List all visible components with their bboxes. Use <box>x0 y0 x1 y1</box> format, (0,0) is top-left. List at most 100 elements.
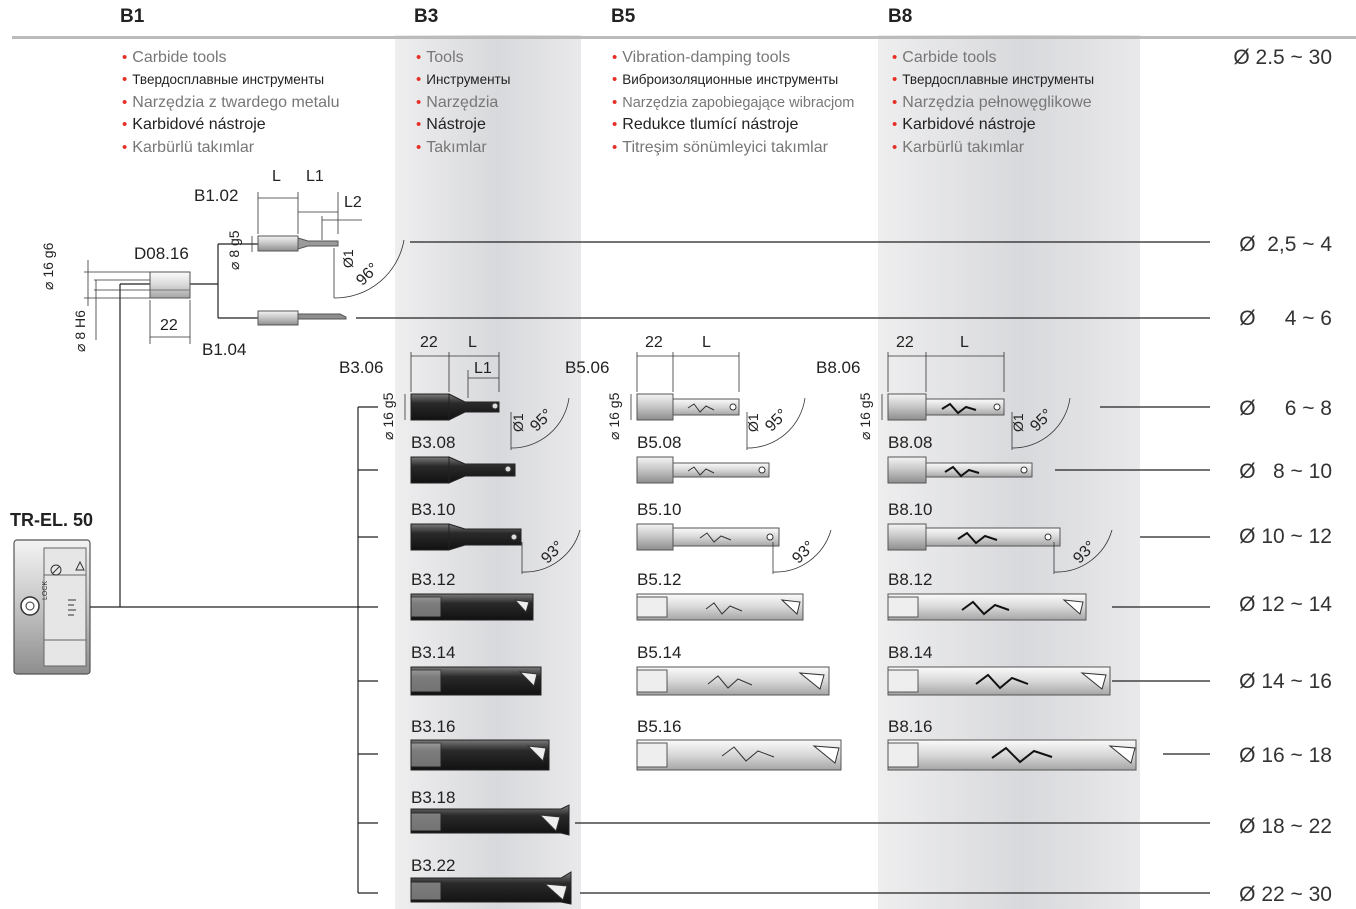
tr-el-50-holder: LOCK <box>13 539 91 675</box>
diameter-range-total: Ø 2.5 ~ 30 <box>1233 46 1332 69</box>
b8-08-label: B8.08 <box>888 433 933 452</box>
list-item: Takımlar <box>416 137 510 159</box>
dim-shank-length: 22 <box>896 334 914 351</box>
b3-16-label: B3.16 <box>411 717 456 736</box>
dim-d1: Ø1 <box>340 249 356 268</box>
list-item: Narzędzia pełnowęglikowe <box>892 92 1094 114</box>
b8-10-tool <box>887 523 1061 551</box>
b8-12-tool <box>887 593 1087 621</box>
list-item: Nástroje <box>416 114 510 136</box>
b5-12-tool <box>636 593 804 621</box>
list-item: Vibration-damping tools <box>612 47 854 69</box>
b1-02-label: B1.02 <box>194 186 239 205</box>
b3-18-label: B3.18 <box>411 788 456 807</box>
b8-06-label: B8.06 <box>816 358 861 377</box>
b5-06-tool <box>636 393 740 421</box>
dim-l1: L1 <box>474 360 492 377</box>
b3-08-label: B3.08 <box>411 433 456 452</box>
diameter-range: Ø 18 ~ 22 <box>1239 815 1332 838</box>
diameter-range: Ø 22 ~ 30 <box>1239 883 1332 906</box>
connector-lines <box>90 241 1210 894</box>
b5-14-label: B5.14 <box>637 643 682 662</box>
b1-04-label: B1.04 <box>202 340 247 359</box>
diameter-range: Ø 4 ~ 6 <box>1239 307 1332 330</box>
dim-shank-diameter: ⌀ 16 g5 <box>380 392 396 440</box>
b5-08-tool <box>636 456 770 484</box>
dim-shank-diameter: ⌀ 16 g5 <box>857 392 873 440</box>
b8-14-tool <box>887 666 1111 696</box>
b5-10-tool <box>636 523 780 551</box>
header-rule <box>12 36 1356 39</box>
dim-l: L <box>702 334 711 351</box>
dim-shank-diameter: ⌀ 16 g5 <box>606 392 622 440</box>
b5-tools <box>630 352 842 771</box>
b3-16-tool <box>410 739 550 771</box>
list-item: Твердосплавные инструменты <box>122 69 339 91</box>
dim-d1: Ø1 <box>745 413 761 432</box>
b5-10-label: B5.10 <box>637 500 682 519</box>
b5-06-label: B5.06 <box>565 358 610 377</box>
header-b1: B1 <box>120 6 145 27</box>
b3-18-tool <box>410 804 570 836</box>
dim-l: L <box>272 168 281 185</box>
dim-l2: L2 <box>344 194 362 211</box>
b5-16-label: B5.16 <box>637 717 682 736</box>
b8-tools <box>881 352 1137 771</box>
adapter-inner-diameter: ⌀ 8 H6 <box>72 310 88 352</box>
b8-10-label: B8.10 <box>888 500 933 519</box>
diameter-range: Ø 10 ~ 12 <box>1239 525 1332 548</box>
b3-06-tool <box>410 393 500 421</box>
b8-14-label: B8.14 <box>888 643 933 662</box>
list-item: Carbide tools <box>892 47 1094 69</box>
list-item: Инструменты <box>416 69 510 91</box>
list-item: Karbürlü takımlar <box>122 137 339 159</box>
b1-bullet-list: Carbide tools Твердосплавные инструменты… <box>122 47 339 159</box>
diameter-range: Ø 16 ~ 18 <box>1239 744 1332 767</box>
list-item: Karbidové nástroje <box>892 114 1094 136</box>
diameter-range: Ø 6 ~ 8 <box>1239 397 1332 420</box>
list-item: Titreşim sönümleyici takımlar <box>612 137 854 159</box>
b3-14-label: B3.14 <box>411 643 456 662</box>
header-b3: B3 <box>414 6 439 27</box>
header-b5: B5 <box>611 6 636 27</box>
b8-12-label: B8.12 <box>888 570 933 589</box>
b1-02-tool <box>251 192 405 299</box>
b3-12-label: B3.12 <box>411 570 456 589</box>
list-item: Tools <box>416 47 510 69</box>
list-item: Karbürlü takımlar <box>892 137 1094 159</box>
list-item: Narzędzia z twardego metalu <box>122 92 339 114</box>
b3-12-tool <box>410 593 534 621</box>
b5-08-label: B5.08 <box>637 433 682 452</box>
b5-14-tool <box>636 666 830 696</box>
list-item: Redukce tlumící nástroje <box>612 114 854 136</box>
dim-l1: L1 <box>306 168 324 185</box>
adapter-outer-diameter: ⌀ 16 g6 <box>40 242 56 290</box>
dim-l: L <box>468 334 477 351</box>
b5-12-label: B5.12 <box>637 570 682 589</box>
b3-22-tool <box>410 871 572 905</box>
b3-tools <box>404 352 581 905</box>
b1-04-tool <box>257 310 347 326</box>
dim-l: L <box>960 334 969 351</box>
b3-bullet-list: Tools Инструменты Narzędzia Nástroje Tak… <box>416 47 510 159</box>
b3-14-tool <box>410 666 542 696</box>
b3-10-label: B3.10 <box>411 500 456 519</box>
adapter-length: 22 <box>160 317 178 334</box>
dim-d1: Ø1 <box>510 413 526 432</box>
diameter-range: Ø 12 ~ 14 <box>1239 593 1332 616</box>
b8-06-tool <box>887 393 1005 421</box>
b8-bullet-list: Carbide tools Твердосплавные инструменты… <box>892 47 1094 159</box>
list-item: Narzędzia zapobiegające wibracjom <box>612 92 854 114</box>
b3-08-tool <box>410 456 516 484</box>
dim-shank-diameter: ⌀ 8 g5 <box>226 230 242 270</box>
diameter-range: Ø 8 ~ 10 <box>1239 460 1332 483</box>
diameter-range: Ø 2,5 ~ 4 <box>1239 233 1332 256</box>
b8-16-tool <box>887 739 1137 771</box>
b5-bullet-list: Vibration-damping tools Виброизоляционны… <box>612 47 854 159</box>
list-item: Виброизоляционные инструменты <box>612 69 854 91</box>
diameter-range: Ø 14 ~ 16 <box>1239 670 1332 693</box>
header-b8: B8 <box>888 6 913 27</box>
holder-label: TR-EL. 50 <box>10 510 94 530</box>
